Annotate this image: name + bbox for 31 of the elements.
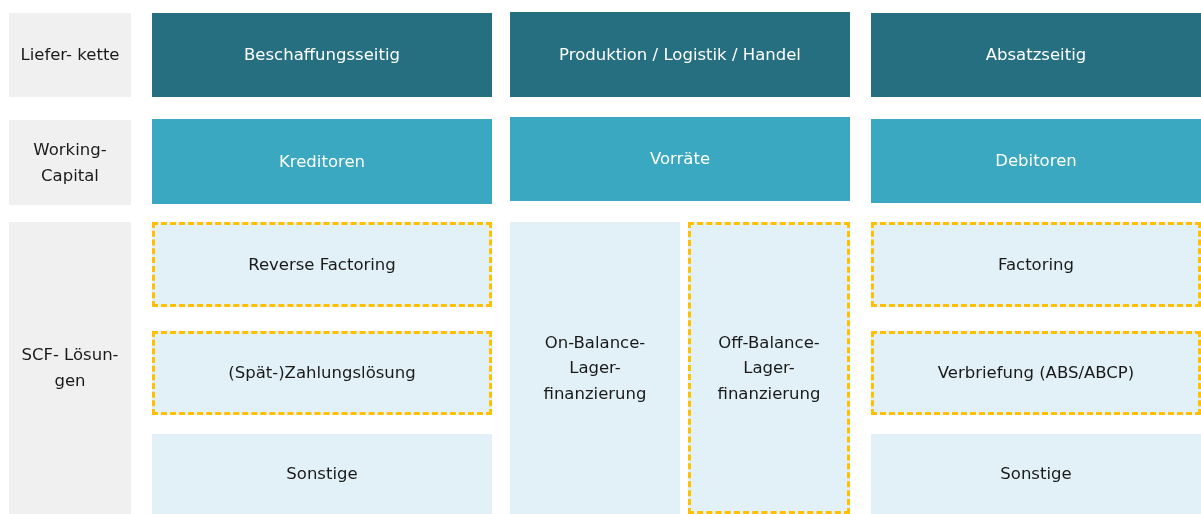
solution-box [152,434,492,514]
category-box [152,13,492,97]
category-box [871,119,1201,203]
label-text: Factoring [998,253,1074,276]
label-text: SCF- Lösun- gen [20,344,120,392]
category-box [152,119,492,204]
label-text: Verbriefung (ABS/ABCP) [937,362,1135,385]
label-text: Kreditoren [278,150,365,173]
solution-box [871,222,1201,307]
category-box [510,117,850,201]
label-text: Beschaffungsseitig [244,44,400,67]
label-text: (Spät-)Zahlungslösung [228,362,416,385]
solution-box [510,222,680,514]
label-text: Liefer- kette [20,44,120,67]
label-text: Sonstige [1000,463,1072,486]
solution-box [871,434,1201,514]
solution-box [152,222,492,307]
label-text: Vorräte [649,148,711,171]
label-text: Working- Capital [32,138,108,187]
category-box [510,12,850,97]
label-text: Absatzseitig [985,44,1087,67]
solution-box [152,331,492,415]
label-text: On-Balance- Lager- finanzierung [542,331,648,405]
label-text: Debitoren [995,150,1077,173]
category-box [871,13,1201,97]
label-text: Sonstige [286,463,358,486]
label-text: Produktion / Logistik / Handel [559,43,801,66]
solution-box [871,331,1201,415]
label-text: Off-Balance- Lager- finanzierung [716,331,822,405]
solution-box [688,222,850,514]
label-text: Reverse Factoring [248,253,396,276]
